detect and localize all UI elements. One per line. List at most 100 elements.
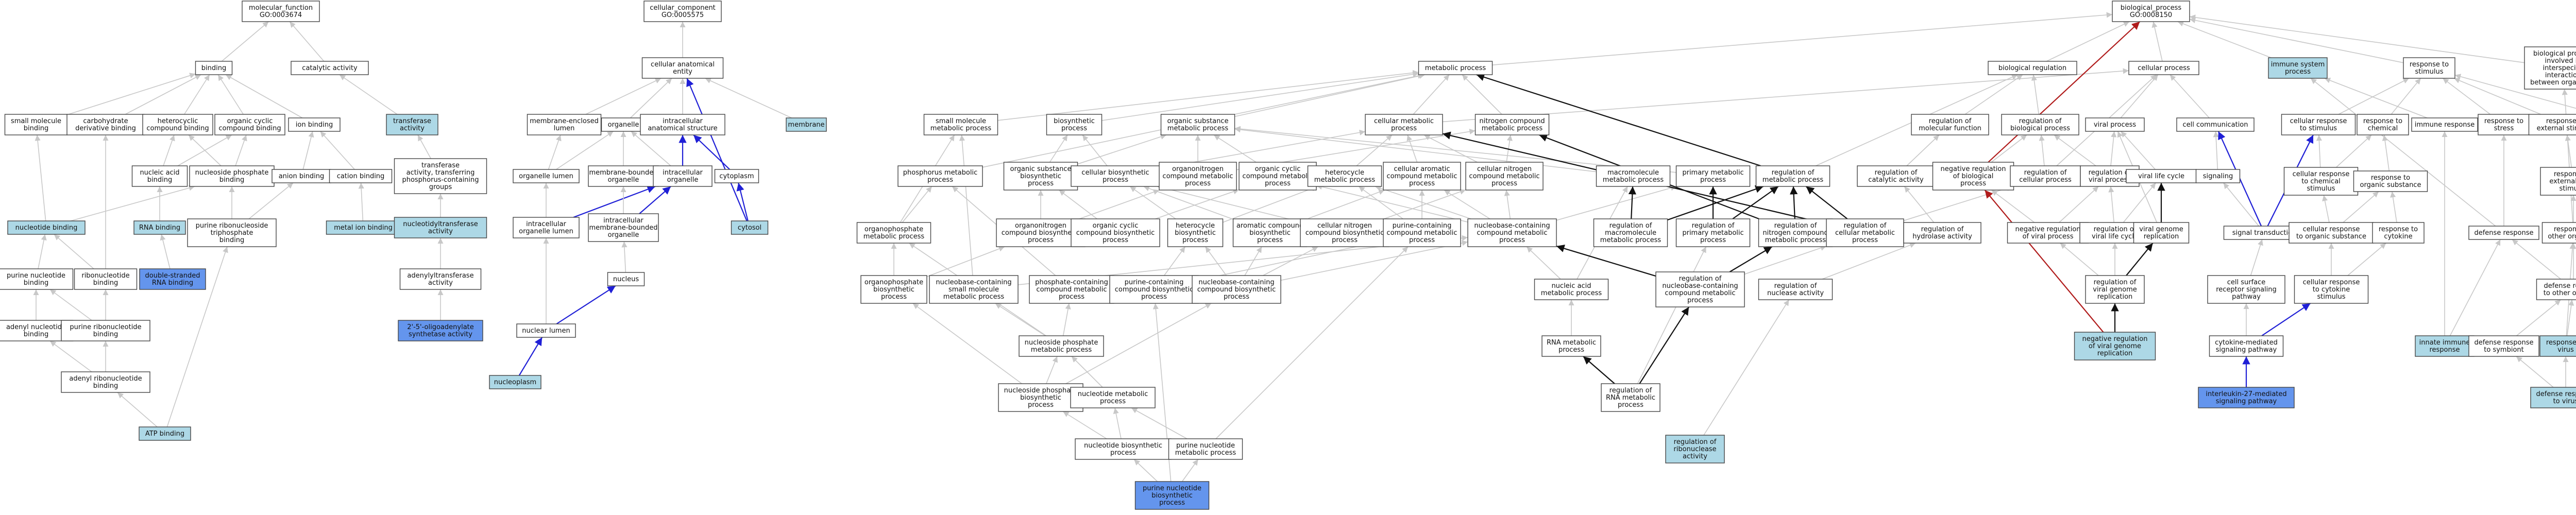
term-label: binding — [201, 64, 226, 72]
term-label: replication — [2097, 350, 2133, 357]
edge-nucphosbiosyn-to-nbcbiosyn — [1065, 303, 1212, 384]
term-box — [187, 218, 277, 247]
term-box — [1160, 114, 1235, 135]
term-label: organophosphate — [865, 279, 923, 286]
term-label: binding — [24, 279, 48, 287]
term-label: biological regulation — [1998, 64, 2066, 72]
term-box — [641, 57, 724, 79]
term-label: metabolic process — [1167, 125, 1229, 132]
edge-csrsp-to-sigtrans — [2250, 239, 2263, 276]
edge-pnb-to-nucb — [38, 234, 47, 269]
term-label: biological process — [2533, 50, 2576, 58]
edge-cellrespchem-to-cellresp — [2316, 134, 2323, 168]
term-label: nucleoside phosphate — [1004, 387, 1078, 394]
edge-nbcmp-to-primmp — [1556, 185, 1677, 221]
go-term-cytoplasm: cytoplasm — [714, 169, 759, 183]
term-box — [386, 114, 438, 135]
edge-regmacro-to-macromp — [1628, 186, 1637, 219]
term-box — [489, 375, 541, 389]
edge-cellproc-to-bp — [2151, 21, 2163, 62]
edge-intraorglumen-to-intraorg — [573, 185, 656, 218]
edge-intramembound-to-intraorg — [639, 186, 671, 214]
term-label: process — [1100, 398, 1126, 405]
go-term-ionb: ion binding — [288, 117, 341, 132]
term-box — [189, 165, 275, 187]
edge-regmacro-to-regmp — [1667, 185, 1764, 221]
go-term-immresp: immune response — [2411, 117, 2478, 132]
term-label: viral process — [2094, 121, 2137, 129]
edge-negregbp-to-bp — [1988, 21, 2141, 163]
term-label: immune response — [2415, 121, 2475, 129]
edge-cellresporg-to-cellrespchem — [2322, 195, 2330, 223]
term-box — [0, 320, 74, 341]
term-box — [1167, 218, 1224, 247]
term-box — [0, 268, 74, 290]
term-box — [2209, 335, 2284, 357]
term-label: regulation of — [1929, 117, 1972, 125]
term-box — [513, 217, 580, 238]
term-box — [2126, 169, 2197, 183]
term-label: cell surface — [2227, 279, 2266, 286]
term-box — [1988, 61, 2077, 75]
term-label: process — [1687, 297, 1713, 304]
edge-nucphosbiosyn-to-nucmp — [1046, 356, 1058, 384]
go-term-nucb: nucleotide binding — [7, 220, 86, 235]
term-label: membrane-bounded — [589, 169, 657, 177]
term-label: viral life cycle — [2138, 173, 2184, 180]
term-box — [1418, 61, 1493, 75]
term-label: transferase — [393, 117, 431, 125]
term-label: process — [1332, 236, 1358, 244]
edge-nuclumen-to-nucleus — [556, 285, 616, 324]
edge-ionb-to-binding — [225, 74, 303, 118]
term-label: response to — [2554, 226, 2576, 233]
term-label: GO:0008150 — [2130, 11, 2172, 19]
term-label: cellular aromatic — [1394, 165, 1450, 173]
edge-respbio-to-respstim — [2454, 74, 2576, 109]
edge-organophosbiosyn-to-orgnbiosyn — [926, 246, 1005, 278]
term-box — [1465, 162, 1544, 191]
term-label: cellular anatomical — [651, 61, 715, 68]
term-label: viral genome — [2093, 286, 2137, 294]
term-box — [1596, 165, 1671, 187]
term-label: process — [1852, 236, 1878, 244]
term-label: regulation of — [1844, 222, 1887, 230]
edge-regrnamp-to-regprim — [1637, 246, 1707, 384]
edge-regbp-to-biolreg — [2031, 74, 2040, 115]
term-label: nitrogen compound — [1762, 229, 1828, 237]
term-box — [1911, 114, 1989, 135]
term-label: biological_process — [2121, 4, 2182, 12]
term-label: biosynthetic — [1020, 173, 1061, 180]
term-label: process — [1409, 236, 1435, 244]
term-box — [1826, 218, 1904, 247]
term-label: regulation of — [2094, 279, 2137, 286]
term-label: process — [1103, 176, 1128, 184]
term-box — [2074, 332, 2156, 360]
term-box — [786, 117, 827, 132]
term-label: biosynthetic — [873, 286, 914, 294]
term-label: virus — [2557, 346, 2574, 354]
term-label: anion binding — [279, 173, 325, 180]
edge-atpb-to-arb — [117, 392, 158, 427]
edge-nucb-to-smb — [35, 134, 46, 221]
term-label: process — [1499, 236, 1525, 244]
edge-nucmp-to-nbsmmp — [995, 303, 1046, 336]
edge-cellmet-to-metabolic — [1413, 74, 1450, 115]
term-label: GO:0003674 — [260, 11, 302, 19]
term-label: cell communication — [2182, 121, 2248, 129]
term-box — [61, 320, 150, 341]
term-box — [897, 165, 983, 187]
edge-nbcmp-to-hetmp — [1375, 185, 1471, 219]
